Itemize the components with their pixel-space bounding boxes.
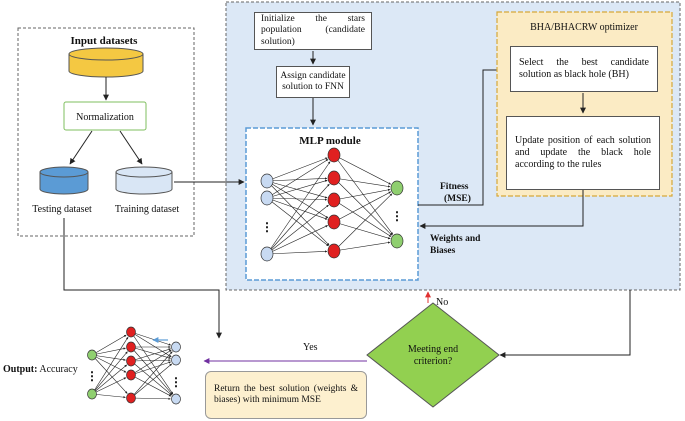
connection-line [333, 193, 393, 252]
testing-database-icon [39, 166, 89, 195]
connection-line [266, 177, 328, 182]
out-hidden-neuron [126, 326, 136, 338]
connection-line [91, 354, 128, 394]
input-neuron [260, 173, 274, 189]
hidden-neuron [327, 147, 341, 163]
decision-diamond [366, 302, 500, 408]
out-input-neuron [87, 349, 97, 361]
connection-line [91, 334, 127, 356]
hidden-neuron [327, 214, 341, 230]
connection-line [130, 358, 171, 362]
connection-line [130, 331, 172, 358]
connection-line [91, 364, 127, 395]
connection-line [91, 393, 126, 399]
connection-line [130, 351, 173, 399]
connection-line [266, 183, 330, 255]
connection-line [266, 197, 328, 201]
connection-line [266, 157, 328, 182]
connection-line [333, 241, 391, 252]
optimizer-title: BHA/BHACRW optimizer [530, 22, 639, 33]
connection-line [130, 331, 172, 346]
no-label: No [436, 297, 448, 308]
connection-line [91, 377, 127, 395]
input-database-icon [68, 47, 144, 78]
select-black-hole-box: Select the best candidate solution as bl… [510, 46, 658, 92]
out-hidden-neuron [126, 392, 136, 404]
hidden-neuron [327, 170, 341, 186]
hidden-neuron [327, 192, 341, 208]
ellipsis-dots: ⋮ [391, 209, 403, 223]
input-neuron [260, 190, 274, 206]
input-neuron [260, 246, 274, 262]
connection-line [266, 197, 329, 247]
connection-line [266, 180, 329, 219]
out-output-neuron [171, 341, 181, 353]
mlp-network: ⋮⋮ [260, 147, 404, 262]
connection-line [130, 374, 172, 397]
out-output-neuron [171, 393, 181, 405]
mlp-module-title: MLP module [299, 135, 361, 147]
input-datasets-title: Input datasets [71, 35, 139, 47]
connection-line [130, 349, 172, 376]
connection-line [266, 161, 331, 255]
connection-line [91, 354, 126, 361]
best-solution-box: Return the best solution (weights & bias… [205, 371, 367, 419]
update-position-box: Update position of each solution and upd… [506, 116, 660, 190]
connection-line [266, 197, 328, 220]
out-output-neuron [171, 354, 181, 366]
connection-line [91, 351, 128, 395]
connection-line [333, 191, 392, 223]
out-hidden-neuron [126, 341, 136, 353]
init-population-box: Initialize the stars population (candida… [254, 12, 372, 50]
training-dataset-label: Training dataset [115, 204, 180, 215]
ellipsis-dots: ⋮ [86, 369, 98, 383]
connection-line [130, 346, 171, 359]
normalization-box [63, 101, 147, 131]
connection-line [266, 179, 328, 199]
connection-line [130, 346, 173, 395]
connection-line [91, 354, 127, 373]
training-database-icon [115, 166, 173, 195]
connection-line [130, 331, 174, 395]
output-neuron [390, 233, 404, 249]
connection-line [333, 154, 392, 185]
ellipsis-dots: ⋮ [261, 220, 273, 234]
connection-line [130, 348, 171, 362]
connection-line [266, 204, 329, 255]
connection-line [333, 221, 391, 240]
connection-line [91, 336, 129, 395]
fitness-label: Fitness(MSE) [440, 182, 471, 204]
testing-dataset-label: Testing dataset [32, 204, 92, 215]
out-input-neuron [87, 388, 97, 400]
output-label: Output: Accuracy [3, 364, 78, 375]
connection-line [266, 225, 328, 255]
assign-candidate-box: Assign candidate solution to FNN [276, 66, 350, 98]
connection-line [266, 159, 329, 199]
out-hidden-neuron [126, 355, 136, 367]
output-neuron [390, 180, 404, 196]
connection-line [130, 363, 172, 399]
normalization-label: Normalization [76, 112, 134, 123]
yes-label: Yes [303, 342, 318, 353]
output-network: ⋮⋮ [86, 326, 182, 405]
hidden-neuron [327, 243, 341, 259]
connection-line [130, 360, 172, 396]
connection-line [333, 188, 391, 201]
ellipsis-dots: ⋮ [170, 375, 182, 389]
connection-line [266, 250, 328, 255]
connection-line [130, 397, 171, 401]
connection-line [130, 361, 172, 376]
connection-line [333, 177, 391, 188]
connection-line [333, 199, 392, 237]
out-hidden-neuron [126, 369, 136, 381]
